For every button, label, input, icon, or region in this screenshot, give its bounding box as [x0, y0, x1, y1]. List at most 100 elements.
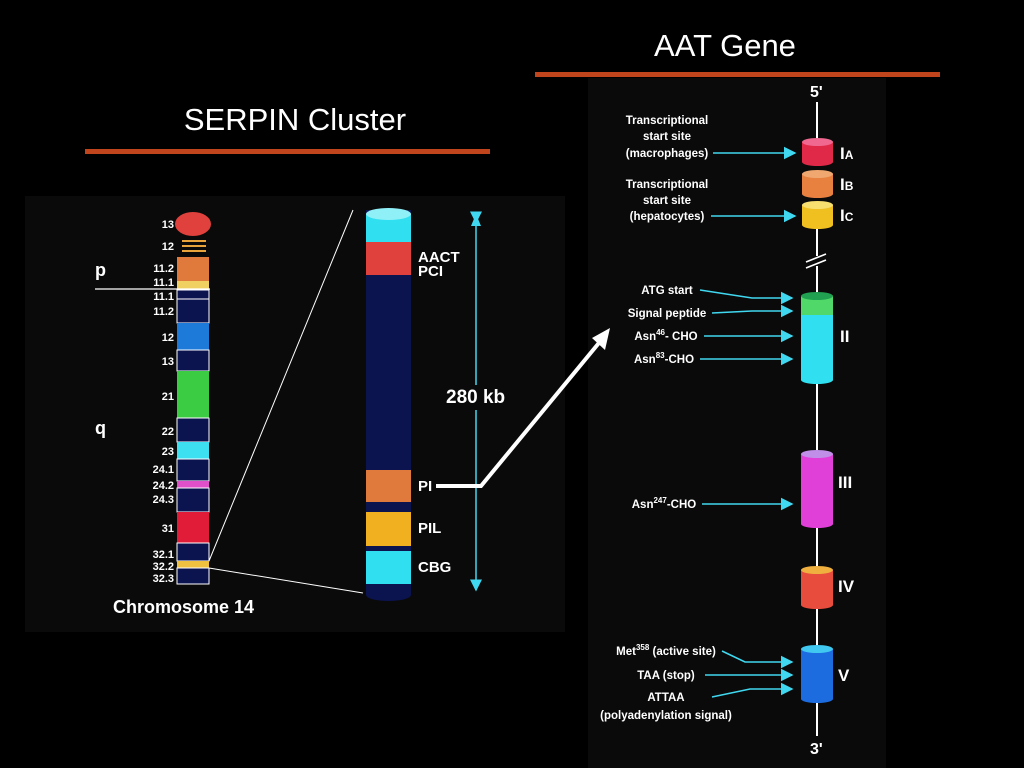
- gene-label-pil: PIL: [418, 520, 441, 537]
- band-label: 11.2: [153, 263, 174, 275]
- band-q31: [177, 512, 209, 543]
- band-label: 13: [162, 219, 174, 231]
- band-q32-3: [176, 567, 210, 585]
- asn247-label: Asn247-CHO: [632, 496, 697, 511]
- gene-label-aact: AACT: [418, 249, 460, 266]
- asn46-label: Asn46- CHO: [634, 328, 697, 343]
- band-label: 11.1: [153, 277, 174, 289]
- taa-stop-label: TAA (stop): [637, 670, 695, 682]
- band-label: 32.2: [153, 561, 174, 573]
- band-q12: [177, 323, 209, 350]
- exon-labels: IA IB IC II III IV V: [838, 144, 855, 685]
- atg-start-label: ATG start: [641, 285, 693, 297]
- asn83-label: Asn83-CHO: [634, 351, 694, 366]
- band-label: 22: [162, 426, 174, 438]
- band-q24-1: [176, 458, 210, 482]
- exon-iii: [801, 450, 833, 528]
- exon-label-v: V: [838, 666, 850, 685]
- band-labels: 13 12 11.2 11.1 11.1 11.2 12 13 21 22 23…: [153, 219, 174, 585]
- gene-annotations: Transcriptional start site (macrophages)…: [600, 115, 732, 722]
- three-prime-label: 3': [810, 741, 823, 758]
- band-label: 11.1: [153, 291, 174, 303]
- cluster-cap: [366, 208, 411, 220]
- band-label: 24.2: [153, 480, 174, 492]
- serpin-cluster-title: SERPIN Cluster: [183, 102, 407, 137]
- met358-label: Met358 (active site): [616, 643, 716, 658]
- axis-break: [805, 253, 827, 269]
- tss-hep-line1: Transcriptional: [626, 179, 708, 191]
- band-q22: [176, 417, 210, 443]
- five-prime-label: 5': [810, 84, 823, 101]
- zoom-lines: [208, 209, 364, 594]
- exon-label-ib: IB: [840, 175, 854, 194]
- gene-label-pi: PI: [418, 478, 432, 495]
- tss-macro-line1: Transcriptional: [626, 115, 708, 127]
- chromosome-14: [95, 212, 211, 585]
- band-q21: [177, 371, 209, 418]
- exon-label-ia: IA: [840, 144, 854, 163]
- annotation-arrows: [699, 146, 797, 698]
- band-q11-2: [176, 298, 210, 324]
- band-label: 24.1: [153, 464, 174, 476]
- serpin-title-underline: [85, 149, 490, 154]
- band-q32-1: [176, 542, 210, 562]
- aat-gene-panel: [588, 78, 886, 768]
- band-label: 24.3: [153, 494, 174, 506]
- exon-label-iii: III: [838, 473, 852, 492]
- tss-hep-line3: (hepatocytes): [630, 211, 705, 223]
- aat-title-underline: [535, 72, 940, 77]
- exon-ib: [802, 170, 833, 198]
- gene-label-pci: PCI: [418, 263, 443, 280]
- band-p13: [175, 212, 211, 236]
- exon-label-ic: IC: [840, 206, 854, 225]
- cluster-band-aact-pci: [366, 242, 411, 275]
- arm-p-label: p: [95, 260, 106, 280]
- band-p11-2: [177, 257, 209, 281]
- cluster-band-cbg: [366, 551, 411, 584]
- cluster-band-pi: [366, 470, 411, 502]
- band-label: 11.2: [153, 306, 174, 318]
- pi-to-gene-arrowhead: [592, 328, 610, 350]
- band-p12: [182, 240, 206, 252]
- band-q24-3: [176, 487, 210, 513]
- band-q11-1: [176, 289, 210, 300]
- band-label: 13: [162, 356, 174, 368]
- gene-label-cbg: CBG: [418, 559, 451, 576]
- tss-macro-line3: (macrophages): [626, 148, 709, 160]
- size-scale: [470, 211, 482, 592]
- chromosome-caption: Chromosome 14: [113, 597, 254, 617]
- serpin-panel: [25, 196, 565, 632]
- band-label: 32.3: [153, 573, 174, 585]
- band-q13: [176, 349, 210, 372]
- exon-v: [801, 645, 833, 703]
- exon-ii: [801, 292, 833, 384]
- band-p11-1: [177, 281, 209, 290]
- pi-to-gene-arrow: [436, 336, 605, 488]
- attaa-line1: ATTAA: [647, 692, 684, 704]
- band-label: 12: [162, 332, 174, 344]
- tss-hep-line2: start site: [643, 195, 691, 207]
- aat-gene-title: AAT Gene: [654, 28, 796, 63]
- band-label: 21: [162, 391, 174, 403]
- band-q32-2: [177, 561, 209, 568]
- tss-macro-line2: start site: [643, 131, 691, 143]
- band-label: 12: [162, 241, 174, 253]
- serpin-cluster-column: [366, 208, 411, 601]
- band-label: 23: [162, 446, 174, 458]
- exon-label-ii: II: [840, 327, 849, 346]
- cluster-bottom: [366, 589, 411, 601]
- exon-iv: [801, 566, 833, 609]
- arm-q-label: q: [95, 418, 106, 438]
- signal-peptide-label: Signal peptide: [628, 308, 707, 320]
- band-q24-2: [177, 481, 209, 488]
- band-q23: [177, 442, 209, 459]
- size-label: 280 kb: [446, 387, 505, 408]
- exon-label-iv: IV: [838, 577, 855, 596]
- attaa-line2: (polyadenylation signal): [600, 710, 732, 722]
- exon-ic: [802, 201, 833, 229]
- cluster-gene-labels: AACT PCI PI PIL CBG: [418, 249, 460, 576]
- cluster-band-pil: [366, 512, 411, 546]
- exon-ia: [802, 138, 833, 166]
- band-label: 32.1: [153, 549, 174, 561]
